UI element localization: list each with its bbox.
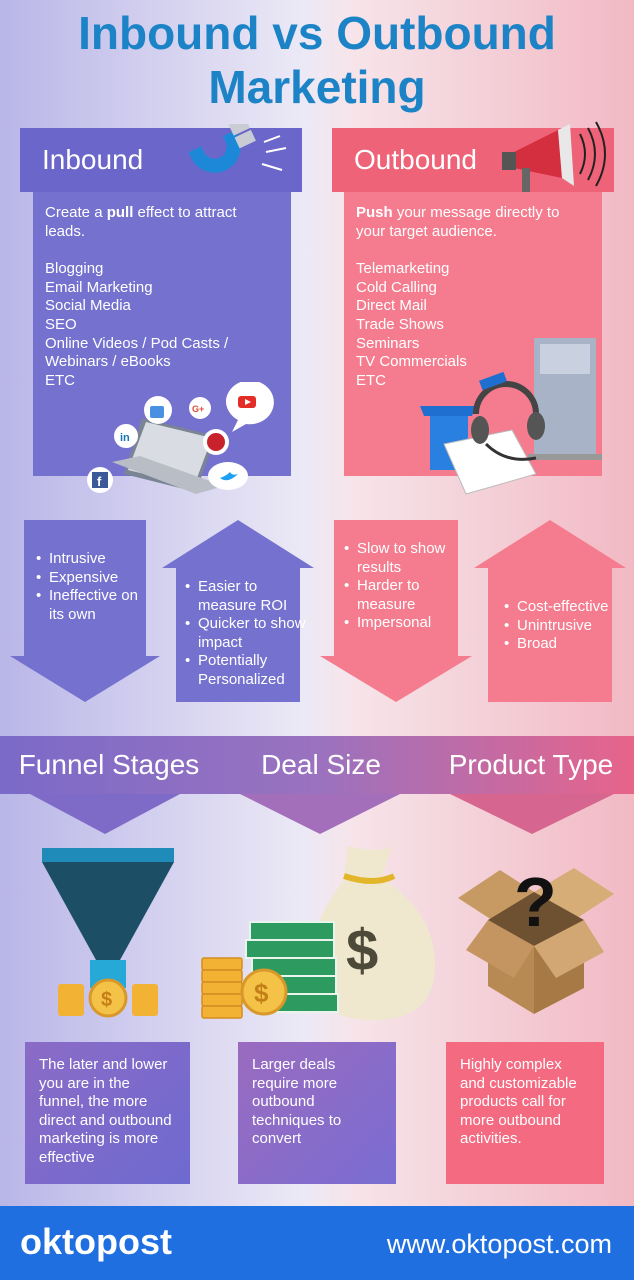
question-mark-glyph: ?: [514, 863, 557, 941]
outbound-con: Harder to measure: [344, 577, 469, 614]
inbound-item: Online Videos / Pod Casts /: [45, 334, 229, 352]
title-line-2: Marketing: [208, 61, 426, 113]
inbound-item: SEO: [45, 315, 77, 333]
inbound-item: Webinars / eBooks: [45, 353, 171, 371]
inbound-pro: Quicker to show impact: [185, 615, 310, 652]
outbound-item: Trade Shows: [356, 315, 444, 333]
bag-dollar-glyph: $: [346, 918, 378, 983]
svg-text:f: f: [97, 474, 102, 489]
money-bag-icon: $ $: [201, 846, 435, 1021]
social-laptop-illustration: in f G+: [87, 382, 274, 494]
inbound-header: Inbound: [20, 128, 302, 192]
deal-size-label: Deal Size: [261, 749, 381, 780]
oktopost-logo-text: oktopost: [20, 1221, 172, 1262]
coin-dollar-glyph: $: [254, 978, 269, 1008]
inbound-item: Social Media: [45, 297, 131, 315]
coin-dollar-glyph: $: [101, 989, 112, 1011]
google-plus-icon: [189, 397, 211, 419]
funnel-stages-text: The later and lower you are in the funne…: [39, 1056, 172, 1166]
inbound-card: Create a pull effect to attract leads. B…: [33, 192, 291, 476]
factors-ribbon: [0, 736, 634, 794]
inbound-con: Intrusive: [36, 550, 156, 569]
product-type-label: Product Type: [448, 749, 614, 780]
deal-size-box: Larger deals require more outbound techn…: [238, 1042, 396, 1184]
inbound-lead: Create a pull effect to attract leads.: [45, 204, 237, 240]
outbound-item: ETC: [356, 371, 386, 389]
deal-size-text: Larger deals require more outbound techn…: [252, 1056, 342, 1148]
outbound-lead: Push your message directly to your targe…: [356, 204, 560, 240]
outbound-item: TV Commercials: [356, 353, 467, 371]
outbound-con: Impersonal: [344, 614, 469, 633]
svg-text:G+: G+: [192, 404, 204, 414]
linkedin-icon: [114, 424, 138, 448]
inbound-pro: Potentially Personalized: [185, 652, 310, 689]
svg-text:in: in: [120, 432, 130, 444]
outbound-item: Telemarketing: [356, 260, 450, 278]
title-line-1: Inbound vs Outbound: [78, 7, 556, 59]
product-type-box: Highly complex and customizable products…: [446, 1042, 604, 1184]
funnel-stages-label: Funnel Stages: [18, 749, 200, 780]
factors-arrow-tips: [30, 794, 614, 834]
outbound-item: Direct Mail: [356, 297, 427, 315]
inbound-con: Ineffective on its own: [36, 587, 156, 624]
inbound-item: Email Marketing: [45, 278, 153, 296]
question-box-icon: ?: [458, 863, 614, 1014]
trade-show-illustration: [420, 338, 602, 495]
inbound-cons-list: Intrusive Expensive Ineffective on its o…: [36, 550, 156, 624]
inbound-item: ETC: [45, 371, 75, 389]
outbound-item: Cold Calling: [356, 278, 437, 296]
outbound-cons-list: Slow to show results Harder to measure I…: [344, 540, 469, 633]
inbound-con: Expensive: [36, 569, 156, 588]
footer-bar: [0, 1206, 634, 1280]
outbound-item: Seminars: [356, 334, 420, 352]
footer-url-link[interactable]: www.oktopost.com: [386, 1229, 612, 1259]
magnet-icon: [188, 124, 287, 173]
outbound-con: Slow to show results: [344, 540, 469, 577]
page-title: Inbound vs Outbound Marketing: [0, 6, 634, 114]
outbound-pro: Unintrusive: [504, 617, 622, 636]
outbound-pro: Broad: [504, 635, 622, 654]
inbound-pros-list: Easier to measure ROI Quicker to show im…: [185, 578, 310, 690]
outbound-pro: Cost-effective: [504, 598, 622, 617]
outbound-heading: Outbound: [354, 144, 477, 175]
oktopost-logo[interactable]: oktopost: [20, 1218, 172, 1266]
inbound-pro: Easier to measure ROI: [185, 578, 310, 615]
funnel-icon: $: [42, 848, 174, 1018]
inbound-heading: Inbound: [42, 144, 144, 175]
funnel-stages-box: The later and lower you are in the funne…: [25, 1042, 190, 1184]
product-type-text: Highly complex and customizable products…: [460, 1056, 577, 1148]
inbound-item: Blogging: [45, 260, 104, 278]
megaphone-icon: [502, 121, 606, 192]
outbound-pros-list: Cost-effective Unintrusive Broad: [504, 598, 622, 654]
